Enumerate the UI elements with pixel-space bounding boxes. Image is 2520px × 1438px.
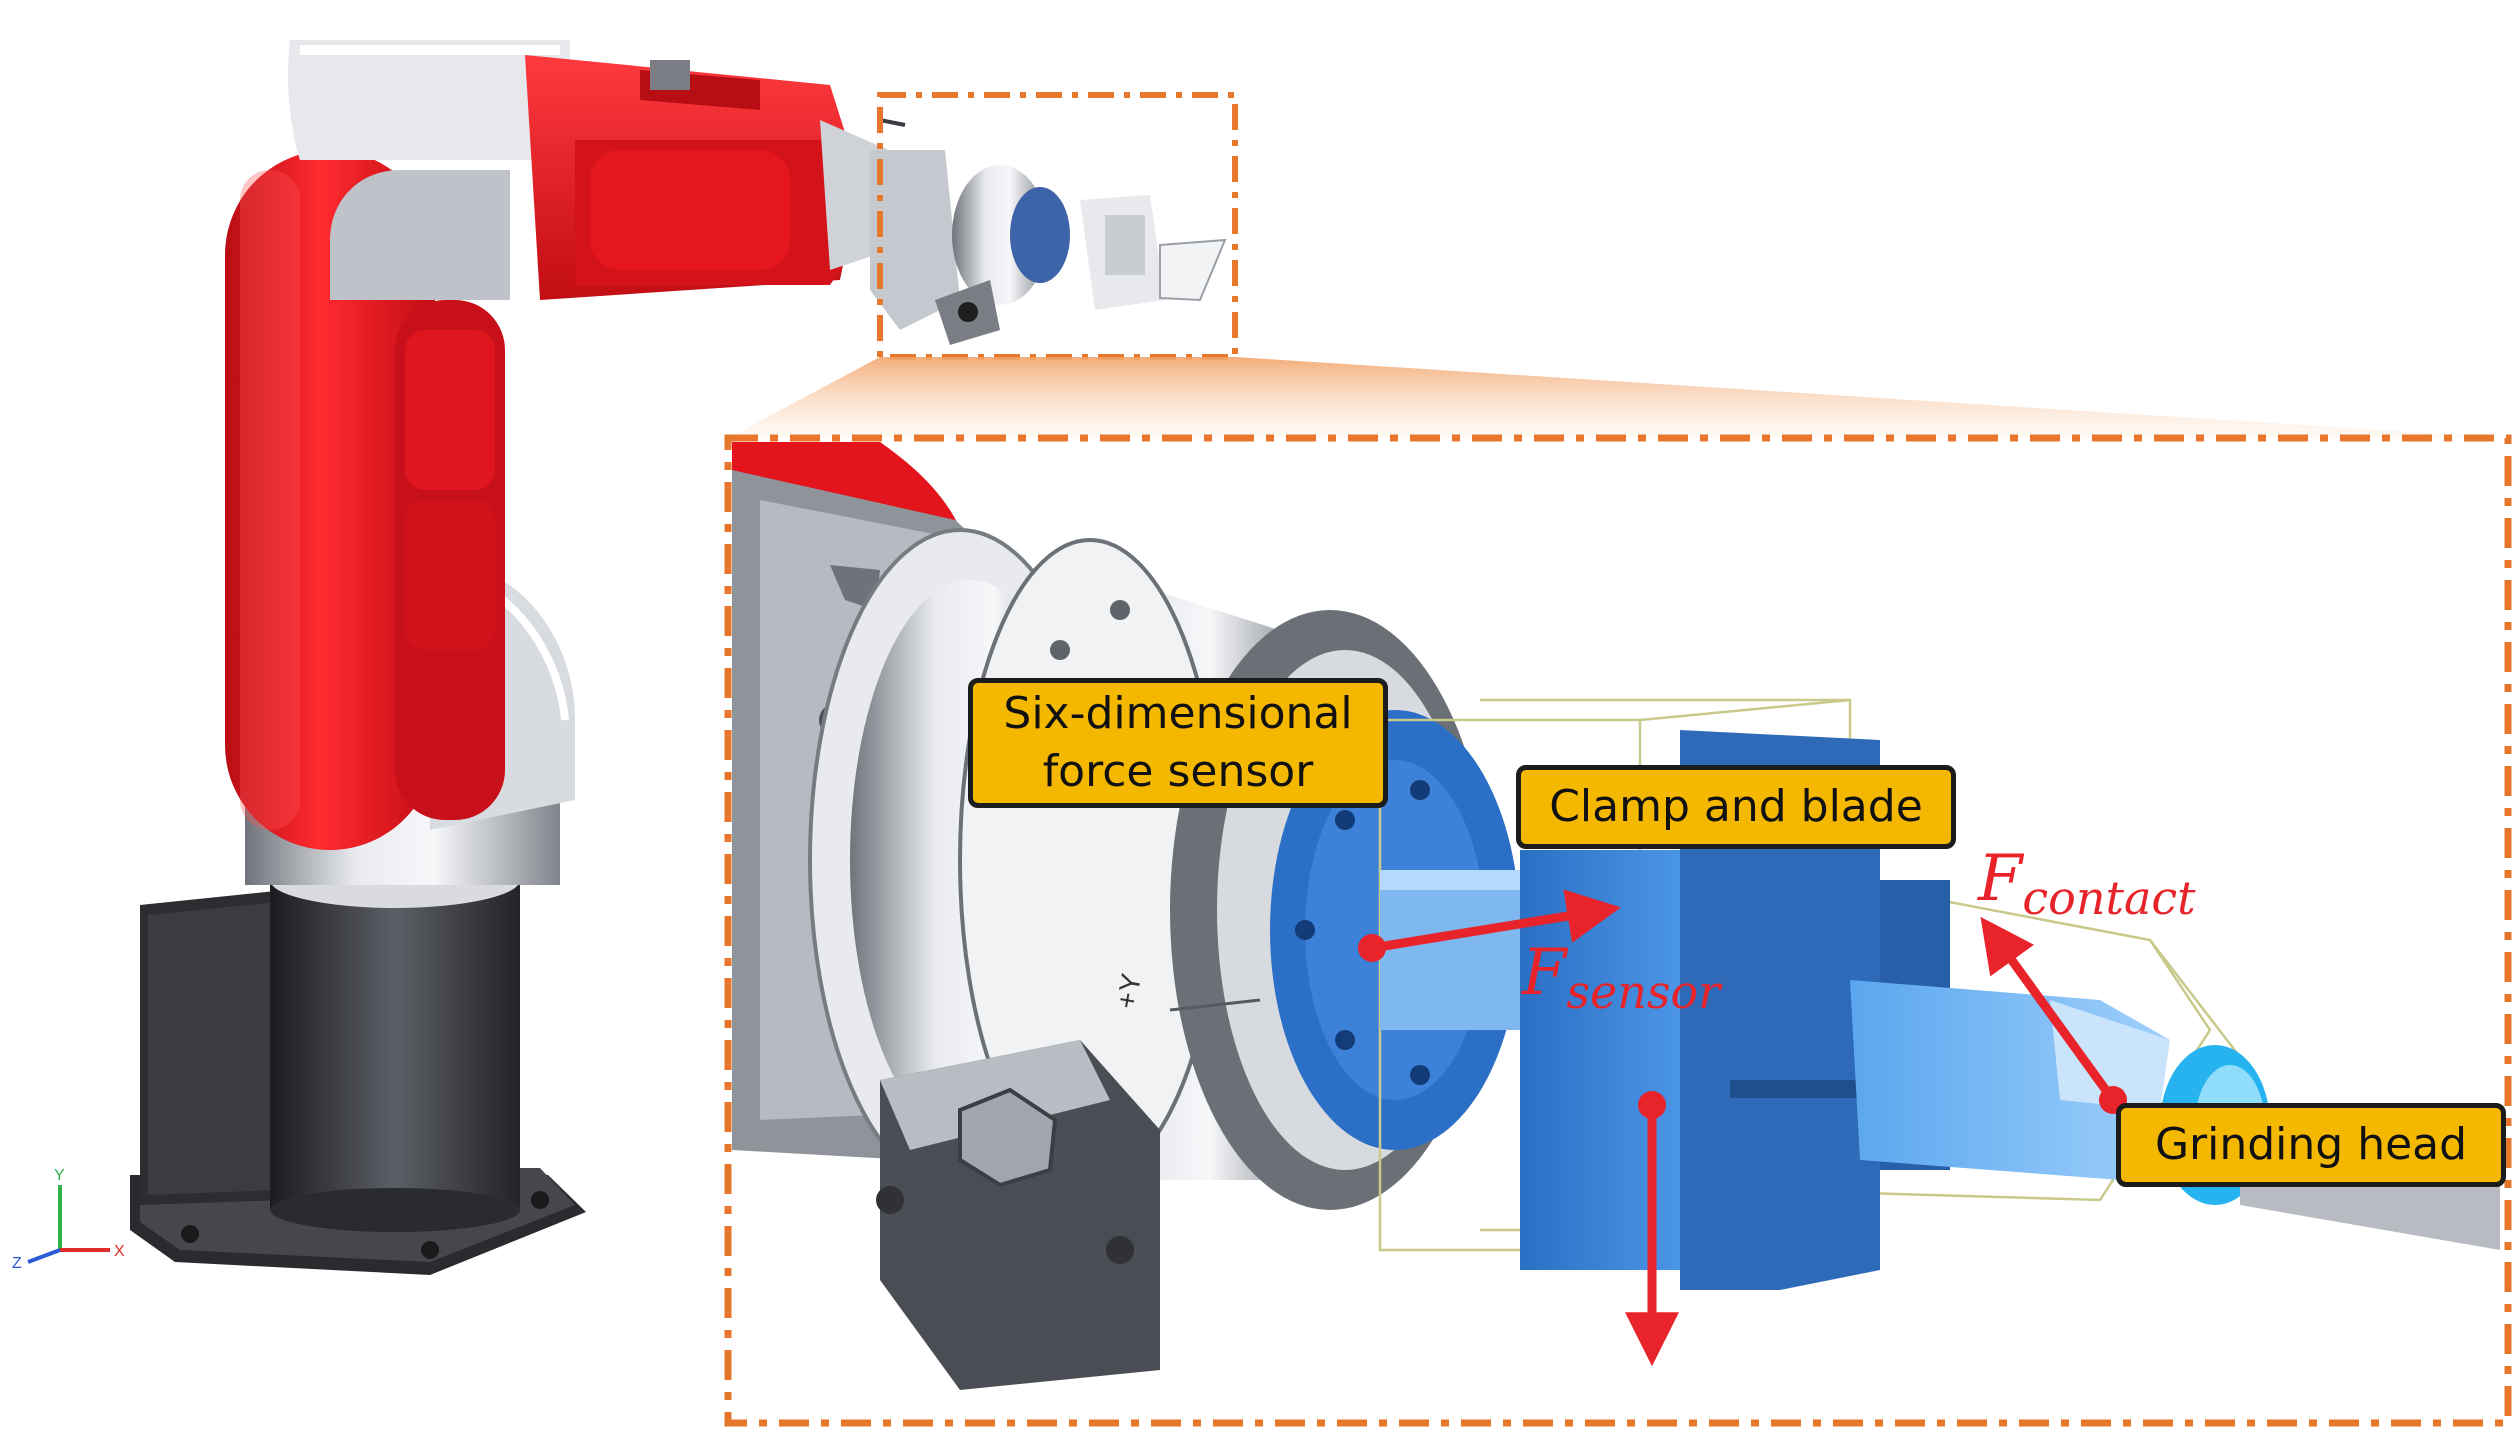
force-sensor-subscript: sensor <box>1566 965 1721 1019</box>
cable-connector <box>876 1040 1160 1390</box>
axis-x-label: X <box>114 1243 125 1260</box>
force-label-sensor: Fsensor <box>1522 936 1720 1019</box>
force-arrows <box>1358 889 2127 1367</box>
zoom-detail-frame <box>724 434 2512 1427</box>
label-force-sensor-line2: force sensor <box>1042 746 1314 797</box>
robot-lower-arm <box>225 150 510 850</box>
detail-view: +Y <box>732 442 2500 1390</box>
label-grinding-text: Grinding head <box>2154 1119 2468 1170</box>
label-force-sensor: Six-dimensional force sensor <box>968 678 1388 808</box>
zoom-projection <box>728 357 2508 438</box>
axis-y-label: Y <box>54 1167 65 1184</box>
robot-upper-arm <box>288 40 906 300</box>
contact-force-vector <box>1980 916 2117 1103</box>
robot-base <box>130 852 586 1275</box>
robot-wrist-tool <box>870 150 1227 345</box>
force-sensor-symbol: F <box>1522 936 1567 1010</box>
label-clamp-and-blade: Clamp and blade <box>1516 765 1956 849</box>
sensor-axis-mark: +Y <box>1110 971 1147 1011</box>
force-contact-symbol: F <box>1978 842 2023 916</box>
axis-z-label: Z <box>12 1255 22 1272</box>
label-clamp-text: Clamp and blade <box>1549 781 1923 832</box>
force-contact-subscript: contact <box>2022 871 2196 925</box>
force-label-contact: Fcontact <box>1978 842 2196 925</box>
robot-arm <box>130 40 1227 1275</box>
clamp-and-blade <box>1380 730 2170 1290</box>
label-grinding-head: Grinding head <box>2116 1103 2506 1187</box>
sensor-force-vector <box>1371 889 1621 953</box>
axis-triad: Y X Z <box>12 1167 125 1272</box>
label-force-sensor-line1: Six-dimensional <box>1003 688 1353 739</box>
sensor-force-origin <box>1358 934 1386 962</box>
gravity-origin <box>1638 1091 1666 1119</box>
